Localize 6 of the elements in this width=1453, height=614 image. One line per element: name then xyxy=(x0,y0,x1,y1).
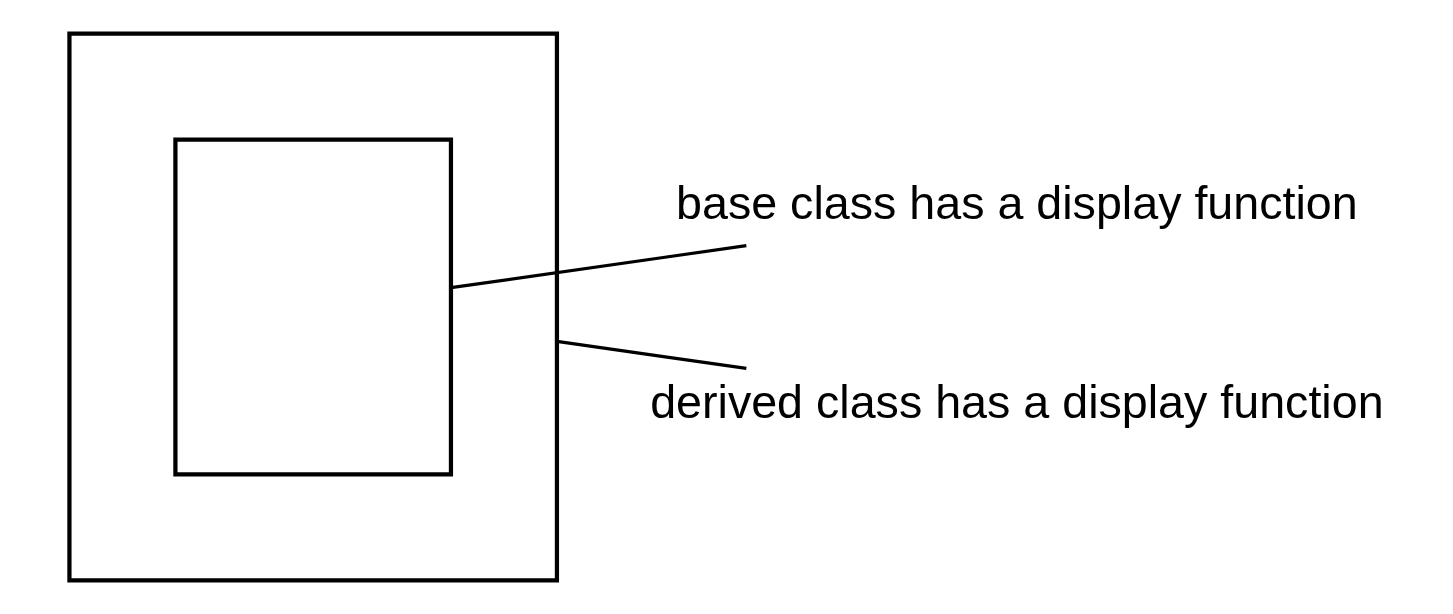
connector xyxy=(556,339,747,370)
node-text: derived class has a display function xyxy=(650,376,1384,429)
cluster xyxy=(67,31,560,583)
node-box xyxy=(173,137,454,477)
connector xyxy=(450,244,747,290)
node-text: base class has a display function xyxy=(676,177,1358,230)
